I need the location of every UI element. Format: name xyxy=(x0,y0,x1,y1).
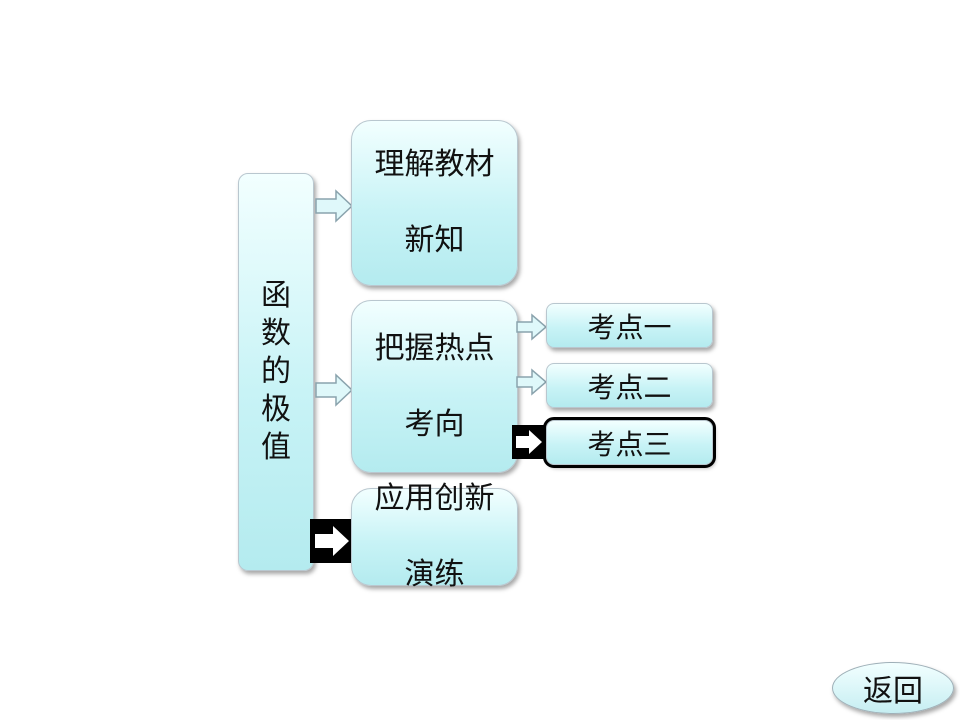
subitem-point-3[interactable]: 考点三 xyxy=(543,417,716,468)
section-label: 把握热点考向 xyxy=(374,330,495,442)
subitem-point-1[interactable]: 考点一 xyxy=(546,303,713,348)
root-node-label: 函数的极值 xyxy=(261,278,291,465)
root-node-function-extremum: 函数的极值 xyxy=(238,173,314,571)
section-hot-topics[interactable]: 把握热点考向 xyxy=(351,300,518,473)
subitem-label: 考点一 xyxy=(587,310,672,344)
arrow-right-icon xyxy=(516,313,548,341)
section-label: 应用创新演练 xyxy=(374,481,495,592)
back-button[interactable]: 返回 xyxy=(832,662,954,714)
arrow-right-icon xyxy=(516,368,548,396)
subitem-point-2[interactable]: 考点二 xyxy=(546,363,713,408)
arrow-right-icon-active xyxy=(310,519,354,563)
section-label: 理解教材新知 xyxy=(374,147,495,258)
subitem-label: 考点三 xyxy=(587,427,672,461)
arrow-right-icon xyxy=(315,189,354,223)
arrow-right-icon-active xyxy=(512,425,546,459)
subitem-label: 考点二 xyxy=(587,370,672,404)
section-applied-practice[interactable]: 应用创新演练 xyxy=(351,481,518,592)
back-button-label: 返回 xyxy=(863,674,923,709)
arrow-right-icon xyxy=(315,373,354,407)
section-understand-textbook[interactable]: 理解教材新知 xyxy=(351,120,518,286)
